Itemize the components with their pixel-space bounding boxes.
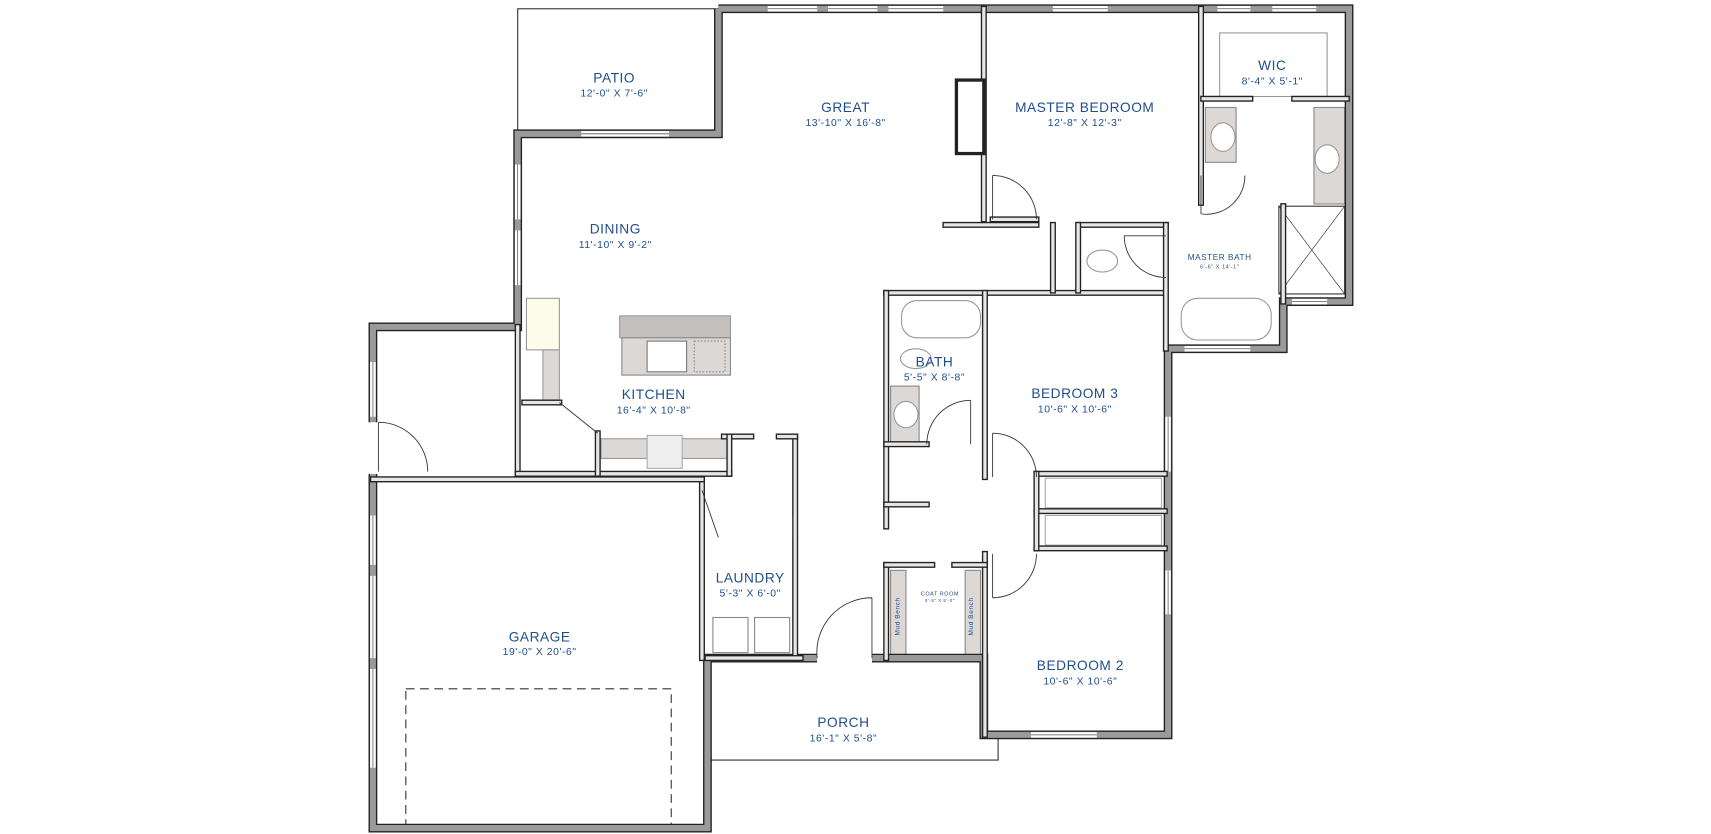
range [646, 434, 683, 469]
kitchen-counter [542, 349, 560, 404]
door-swing [992, 553, 1037, 599]
dishwasher [693, 340, 726, 373]
room-dims: 5'-5" X 8'-8" [904, 373, 965, 384]
room-dims: 5'-5" X 5'-0" [925, 598, 955, 603]
door-swing [992, 175, 1037, 220]
refrigerator [525, 297, 560, 351]
fixtures [525, 32, 1346, 657]
room-dims: 16'-1" X 5'-8" [810, 733, 878, 744]
fireplace [954, 78, 986, 156]
room-label-master-bath: MASTER BATH 6'-6" X 14'-1" [1188, 253, 1252, 271]
room-dims: 10'-6" X 10'-6" [1038, 404, 1112, 415]
room-label-patio: PATIO 12'-0" X 7'-6" [580, 70, 648, 100]
mud-bench-label: Mud Bench [894, 597, 901, 635]
room-dims: 16'-4" X 10'-8" [617, 405, 691, 416]
room-label-bath: BATH 5'-5" X 8'-8" [904, 354, 965, 383]
toilet [1086, 249, 1119, 273]
room-dims: 5'-3" X 6'-0" [720, 589, 781, 600]
door-swing [926, 399, 972, 445]
room-name: GARAGE [509, 630, 571, 645]
door-swing [701, 490, 794, 538]
island-bar [619, 315, 732, 339]
room-label-wic: WIC 8'-4" X 5'-1" [1242, 58, 1303, 87]
room-label-garage: GARAGE 19'-0" X 20'-6" [503, 630, 577, 658]
wic-shelving [1219, 32, 1328, 98]
room-label-great: GREAT 13'-10" X 16'-8" [805, 100, 885, 129]
sink [893, 400, 919, 429]
room-label-dining: DINING 11'-10" X 9'-2" [579, 222, 652, 251]
room-name: MASTER BATH [1188, 253, 1252, 262]
room-name: MASTER BEDROOM [1015, 100, 1154, 115]
room-name: BEDROOM 3 [1031, 386, 1118, 401]
room-dims: 19'-0" X 20'-6" [503, 647, 577, 658]
porch-outline [706, 660, 999, 761]
room-label-bedroom-3: BEDROOM 3 10'-6" X 10'-6" [1031, 386, 1118, 415]
room-name: WIC [1258, 58, 1286, 73]
room-labels: PATIO 12'-0" X 7'-6" GREAT 13'-10" X 16'-8… [503, 58, 1303, 744]
room-label-master-bedroom: MASTER BEDROOM 12'-8" X 12'-3" [1015, 100, 1154, 129]
room-dims: 13'-10" X 16'-8" [805, 118, 885, 129]
mud-bench-label: Mud Bench [968, 597, 975, 635]
room-label-kitchen: KITCHEN 16'-4" X 10'-8" [617, 387, 691, 416]
room-name: BEDROOM 2 [1037, 658, 1124, 673]
room-dims: 12'-8" X 12'-3" [1048, 118, 1122, 129]
toilet [899, 348, 932, 370]
room-name: PATIO [593, 70, 635, 85]
room-dims: 8'-4" X 5'-1" [1242, 76, 1303, 87]
doors [377, 175, 1246, 659]
sink [1314, 144, 1340, 174]
door-swing [816, 597, 873, 659]
room-name: KITCHEN [622, 387, 686, 402]
closet-shelf [1044, 477, 1163, 509]
room-label-bedroom-2: BEDROOM 2 10'-6" X 10'-6" [1037, 658, 1124, 687]
shower-drain-lines [1278, 205, 1345, 295]
door-swing [559, 402, 599, 434]
closet-shelf [1044, 514, 1163, 546]
room-name: LAUNDRY [716, 570, 785, 585]
room-dims: 11'-10" X 9'-2" [579, 240, 652, 251]
kitchen-sink [646, 340, 688, 373]
dryer [754, 616, 791, 654]
sink [1210, 122, 1236, 152]
room-name: DINING [590, 222, 641, 237]
washer [712, 616, 749, 654]
door-swing [1123, 235, 1166, 278]
room-label-porch: PORCH 16'-1" X 5'-8" [810, 715, 878, 744]
room-label-laundry: LAUNDRY 5'-3" X 6'-0" [716, 570, 785, 600]
room-name: GREAT [821, 100, 870, 115]
master-tub [1180, 297, 1272, 341]
room-dims: 6'-6" X 14'-1" [1200, 265, 1239, 271]
door-swing [377, 421, 429, 472]
room-name: BATH [916, 354, 954, 369]
room-dims: 12'-0" X 7'-6" [580, 89, 648, 100]
door-swing [1200, 175, 1246, 215]
room-name: PORCH [817, 715, 869, 730]
garage-door [405, 688, 672, 829]
door-swing [992, 432, 1037, 478]
room-dims: 10'-6" X 10'-6" [1043, 676, 1117, 687]
bathtub [901, 299, 982, 339]
walls [367, 4, 1354, 833]
room-name: COAT ROOM [921, 592, 959, 598]
